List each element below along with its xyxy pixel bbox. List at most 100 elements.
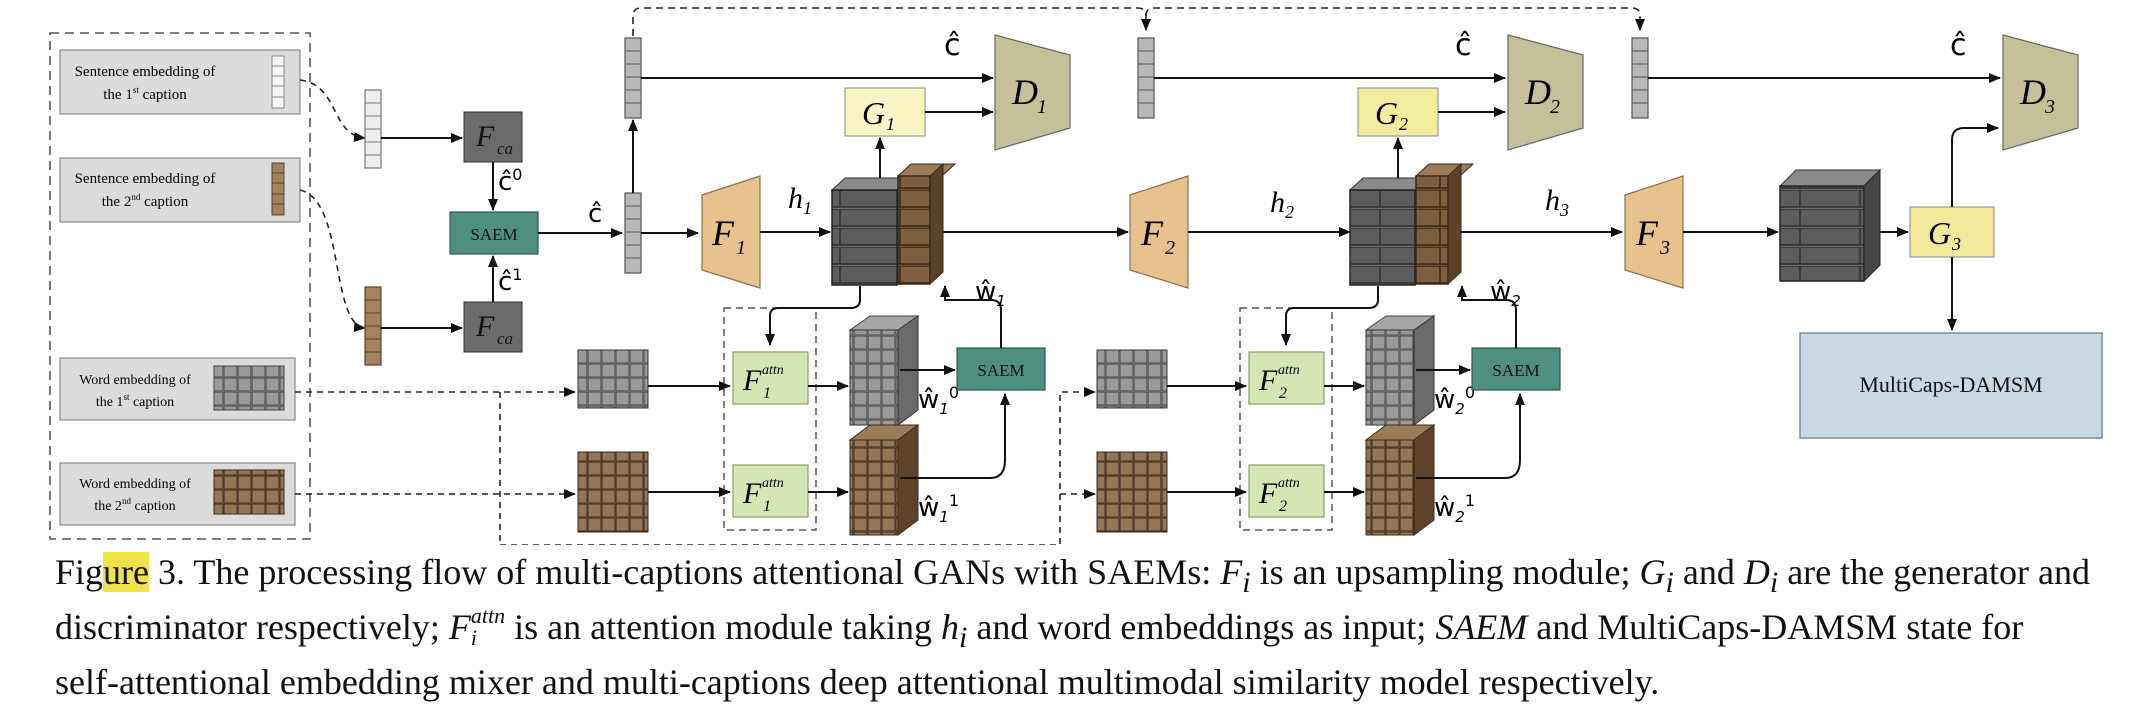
g3-to-d3 — [1951, 123, 1999, 207]
c-dashed-link-2 — [1145, 7, 1645, 31]
svg-text:SAEM: SAEM — [1492, 361, 1539, 380]
attended-feature-2b — [1364, 424, 1436, 536]
w-hat-1-1-label: ŵ11 — [918, 491, 959, 526]
svg-text:1: 1 — [763, 498, 771, 515]
feat1b-to-saem — [900, 393, 1010, 479]
svg-text:3: 3 — [1951, 234, 1961, 254]
saem2-to-h2 — [1457, 285, 1517, 348]
svg-text:attn: attn — [762, 363, 784, 378]
feature-map-h3 — [1778, 168, 1882, 283]
word-box-2-line2: the 2nd caption — [94, 496, 175, 514]
svg-text:2: 2 — [1279, 498, 1287, 515]
svg-text:F: F — [711, 213, 735, 253]
c-hat-vector-top-2 — [1137, 37, 1155, 119]
svg-text:D: D — [1011, 72, 1038, 112]
word-grid-grey-1 — [577, 349, 649, 409]
w-hat-2-1-label: ŵ21 — [1434, 491, 1475, 526]
word-box-2-line1: Word embedding of — [79, 477, 191, 492]
fca-module-bottom: F ca — [463, 301, 523, 353]
w-hat-2-0-label: ŵ20 — [1434, 383, 1475, 418]
attn-module-1b: F attn 1 — [732, 464, 809, 518]
svg-text:2: 2 — [1399, 114, 1408, 134]
svg-text:1: 1 — [886, 114, 895, 134]
multicaps-damsm-module: MultiCaps-DAMSM — [1799, 332, 2103, 439]
svg-text:1: 1 — [736, 237, 746, 259]
figure-caption: Figure 3. The processing flow of multi-c… — [55, 552, 2091, 703]
svg-text:F: F — [1140, 213, 1164, 253]
h1-label: h1 — [788, 182, 812, 218]
svg-text:F: F — [742, 364, 762, 397]
c-hat-label-d2: ĉ — [1455, 28, 1472, 63]
svg-text:3: 3 — [1659, 237, 1670, 259]
svg-text:3: 3 — [2044, 96, 2055, 118]
svg-text:F: F — [475, 310, 495, 343]
feature-map-h2 — [1348, 162, 1475, 287]
input-embeddings-container — [49, 32, 311, 540]
svg-text:2: 2 — [1279, 385, 1287, 402]
word-grid-brown-1 — [577, 451, 649, 533]
svg-text:attn: attn — [1278, 363, 1300, 378]
discriminator-d1: D 1 — [994, 34, 1071, 151]
word-grid-grey-2 — [1096, 349, 1168, 409]
sentence-box-1-line1: Sentence embedding of — [75, 64, 216, 80]
word-box-1-line2: the 1st caption — [96, 392, 174, 410]
svg-text:D: D — [2019, 72, 2046, 112]
c-hat-label-1: ĉ — [588, 199, 602, 229]
sentence-box-2-line1: Sentence embedding of — [75, 171, 216, 187]
saem-module-stage1: SAEM — [956, 347, 1046, 391]
w-hat-2-label: ŵ2 — [1490, 277, 1521, 310]
sentence-box-1-line2: the 1st caption — [103, 85, 187, 103]
c-dashed-link-1 — [632, 7, 1151, 36]
svg-text:attn: attn — [762, 476, 784, 491]
c-hat-1-label: ĉ1 — [498, 265, 522, 297]
svg-text:F: F — [1258, 477, 1278, 510]
svg-text:2: 2 — [1165, 237, 1175, 259]
h2-label: h2 — [1270, 186, 1294, 222]
word-grid-brown-2 — [1096, 451, 1168, 533]
svg-text:D: D — [1524, 72, 1551, 112]
word-embedding-box-2: Word embedding of the 2nd caption — [59, 462, 296, 526]
saem-module-sentence: SAEM — [449, 211, 539, 255]
word-embedding-box-1: Word embedding of the 1st caption — [59, 357, 296, 421]
highlighted-text: ure — [103, 552, 149, 592]
w-hat-1-label: ŵ1 — [975, 277, 1006, 310]
sentence-1-link — [299, 79, 366, 143]
word-matrix-icon-1 — [213, 365, 285, 411]
generator-g2: G 2 — [1357, 87, 1439, 137]
svg-text:ca: ca — [497, 329, 513, 348]
svg-text:G: G — [1928, 215, 1951, 251]
sentence-vector-icon-1 — [271, 55, 285, 109]
attn-module-1a: F attn 1 — [732, 351, 809, 405]
svg-text:ca: ca — [497, 139, 513, 158]
c-hat-vector-main — [624, 192, 642, 274]
w-hat-1-0-label: ŵ10 — [918, 383, 959, 418]
svg-text:F: F — [1258, 364, 1278, 397]
sentence-vector-1 — [364, 89, 382, 169]
c-hat-label-d3: ĉ — [1950, 28, 1967, 63]
c-hat-0-label: ĉ0 — [498, 165, 522, 197]
svg-text:2: 2 — [1550, 96, 1560, 118]
attn-group-2 — [1239, 307, 1333, 531]
generator-g3: G 3 — [1909, 206, 1995, 258]
sentence-vector-2 — [364, 286, 382, 366]
svg-text:G: G — [862, 95, 885, 131]
upsampling-f1: F 1 — [701, 175, 761, 289]
c-hat-label-d1: ĉ — [944, 28, 961, 63]
svg-text:1: 1 — [1037, 96, 1047, 118]
svg-text:attn: attn — [1278, 476, 1300, 491]
h2-to-attn — [1281, 286, 1379, 346]
attn-group-1 — [723, 307, 817, 531]
svg-text:F: F — [475, 120, 495, 153]
sentence-2-link — [299, 189, 366, 333]
attn-module-2b: F attn 2 — [1248, 464, 1325, 518]
word-bus-to-stage2 — [500, 387, 1096, 545]
attended-feature-1b — [848, 424, 920, 536]
sentence-box-2-line2: the 2nd caption — [102, 192, 189, 210]
generator-g1: G 1 — [844, 87, 926, 137]
feature-map-h1 — [830, 162, 957, 287]
h3-label: h3 — [1545, 184, 1569, 220]
discriminator-d2: D 2 — [1507, 34, 1584, 151]
svg-text:1: 1 — [763, 385, 771, 402]
sentence-vector-icon-2 — [271, 162, 285, 216]
c-hat-vector-top-3 — [1631, 37, 1649, 119]
